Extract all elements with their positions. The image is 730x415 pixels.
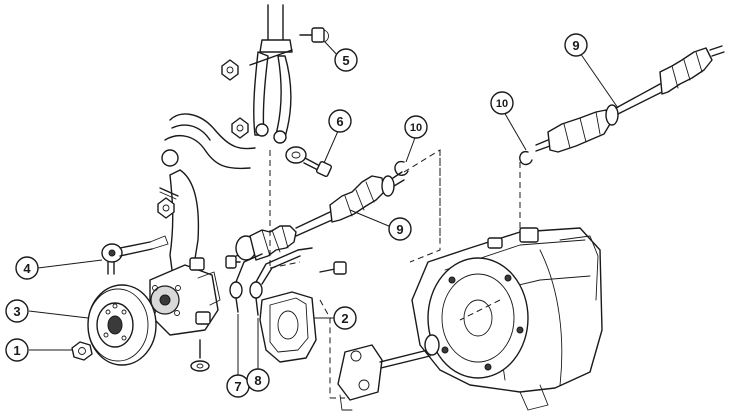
callout-5-label: 5 xyxy=(342,53,349,68)
drive-shaft-left xyxy=(235,171,405,261)
callout-10-right-label: 10 xyxy=(496,98,508,110)
callout-9-right: 9 xyxy=(564,33,588,57)
callout-6-label: 6 xyxy=(336,114,343,129)
callout-10-left: 10 xyxy=(404,115,428,139)
hub-nut xyxy=(71,341,93,361)
leader-lines xyxy=(28,41,619,384)
callout-4: 4 xyxy=(15,256,39,280)
callout-8: 8 xyxy=(246,368,270,392)
brake-caliper xyxy=(259,261,347,363)
bushing-bolt xyxy=(285,146,333,178)
drive-shaft-right xyxy=(535,45,725,153)
callout-9-right-label: 9 xyxy=(572,38,579,53)
callout-8-label: 8 xyxy=(254,373,261,388)
callout-10-right: 10 xyxy=(490,91,514,115)
steering-knuckle xyxy=(149,113,256,372)
snap-ring-right xyxy=(519,150,533,166)
callout-9-left-label: 9 xyxy=(396,222,403,237)
callout-1-label: 1 xyxy=(13,343,20,358)
callout-7: 7 xyxy=(226,374,250,398)
callout-5: 5 xyxy=(334,48,358,72)
callout-9-left: 9 xyxy=(388,217,412,241)
callout-3: 3 xyxy=(5,299,29,323)
callout-2: 2 xyxy=(333,306,357,330)
callout-4-label: 4 xyxy=(23,261,31,276)
callout-3-label: 3 xyxy=(13,304,20,319)
tie-rod-end xyxy=(101,235,169,275)
callout-7-label: 7 xyxy=(234,379,241,394)
snap-ring-left xyxy=(394,160,409,176)
callout-2-label: 2 xyxy=(341,311,348,326)
callout-10-left-label: 10 xyxy=(410,122,422,134)
intermediate-shaft xyxy=(337,334,440,411)
brake-disc xyxy=(87,284,157,366)
suspension-fork xyxy=(221,4,329,144)
callout-6: 6 xyxy=(328,109,352,133)
alignment-lines xyxy=(269,149,521,399)
transaxle-housing xyxy=(411,227,603,411)
callout-1: 1 xyxy=(5,338,29,362)
